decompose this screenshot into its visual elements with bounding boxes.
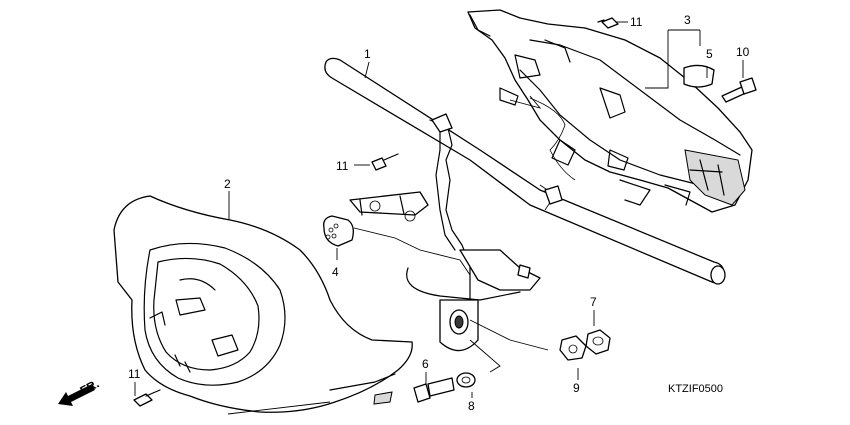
screw-part-11-middle — [371, 153, 399, 171]
diagram-code: KTZIF0500 — [668, 383, 723, 395]
callout-11-top: 11 — [630, 15, 643, 29]
screw-part-11-top — [597, 17, 619, 29]
callout-6: 6 — [422, 357, 429, 371]
callout-11-bottom: 11 — [128, 367, 141, 381]
callout-8: 8 — [468, 399, 475, 413]
handlebar — [324, 57, 726, 352]
nut-part-7 — [585, 329, 611, 355]
callout-5: 5 — [706, 47, 713, 61]
rear-handle-cover — [467, 9, 753, 213]
callout-9: 9 — [573, 381, 580, 395]
screw-part-11-bottom — [133, 389, 161, 407]
leader-lines — [134, 21, 744, 415]
grommet-part-4 — [323, 215, 354, 247]
nut-part-9 — [559, 335, 587, 361]
screw-part-10 — [721, 77, 757, 103]
callout-1: 1 — [364, 47, 371, 61]
cap-part-5 — [683, 64, 715, 88]
callout-7: 7 — [590, 295, 597, 309]
front-direction-arrow-icon: FR. — [58, 376, 101, 406]
callout-4: 4 — [332, 265, 339, 279]
callout-10: 10 — [736, 45, 750, 59]
bolt-part-6 — [413, 377, 455, 403]
callout-11-middle: 11 — [336, 159, 349, 173]
callout-3: 3 — [684, 13, 691, 27]
callout-2: 2 — [224, 177, 231, 191]
washer-part-8 — [456, 372, 476, 388]
front-handle-cover — [113, 195, 413, 413]
